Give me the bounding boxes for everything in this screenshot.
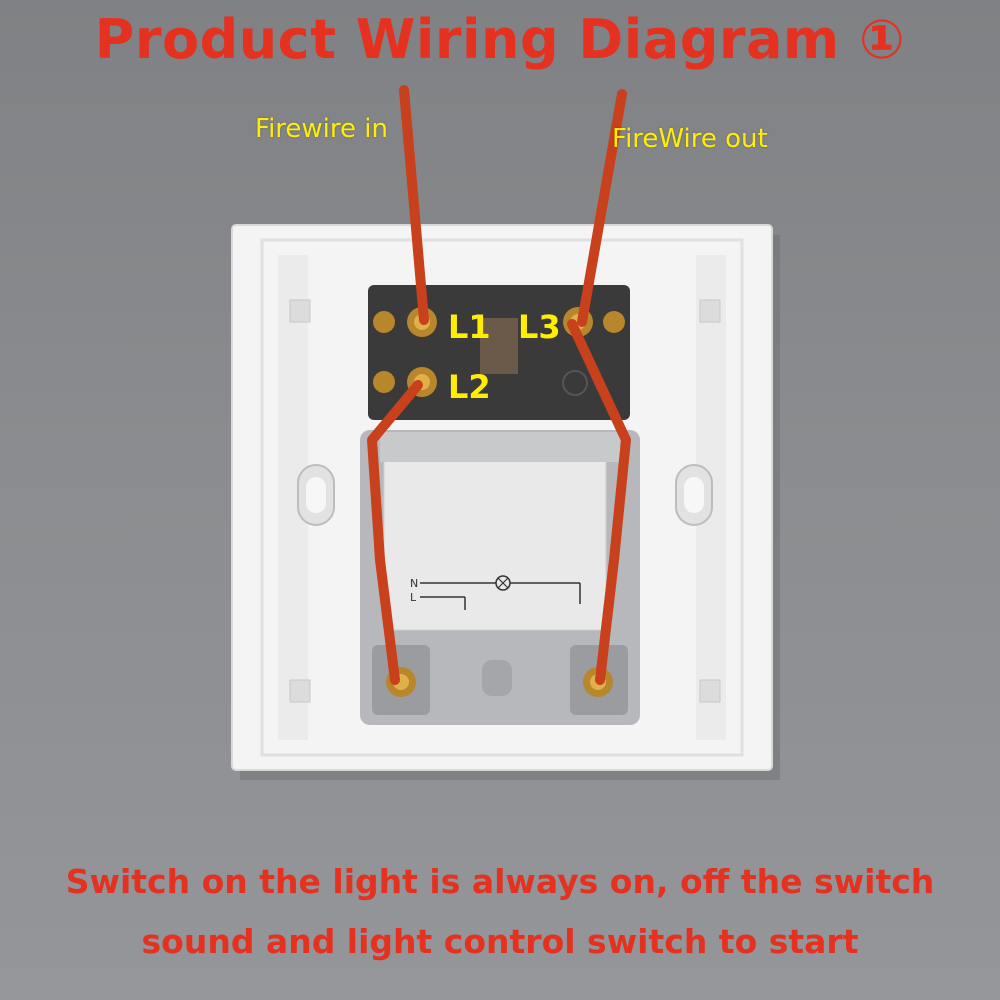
schematic-l-label: L	[410, 591, 417, 604]
terminal-divider	[480, 318, 518, 374]
wire-l3-to-bottom-right	[567, 319, 631, 685]
mount-slot-left-hole	[306, 477, 326, 513]
panel-inner-frame	[260, 238, 744, 757]
module-top-lip	[380, 432, 620, 462]
screw-side-left	[373, 311, 395, 393]
wire-firewire-out	[577, 89, 627, 327]
module-label-area	[383, 459, 607, 631]
schematic-n-label: N	[410, 577, 418, 590]
wire-l2-to-bottom-left	[367, 380, 423, 685]
panel-clip-bottom-right	[699, 679, 721, 703]
diagram-title: Product Wiring Diagram ①	[94, 8, 906, 71]
terminal-label-l2: L2	[448, 368, 491, 406]
terminal-label-l1: L1	[448, 308, 491, 346]
panel-clip-top-right	[699, 299, 721, 323]
screw-side-right	[603, 311, 625, 333]
circuit-schematic: N L	[410, 575, 581, 610]
certification-mark-icon	[562, 370, 588, 396]
panel-clip-top-left	[289, 299, 311, 323]
mount-slot-right-hole	[684, 477, 704, 513]
firewire-in-label: Firewire in	[255, 114, 388, 144]
panel-clip-bottom-left	[289, 679, 311, 703]
caption-line-1: Switch on the light is always on, off th…	[65, 862, 935, 901]
terminal-label-l3: L3	[518, 308, 561, 346]
wire-firewire-in	[399, 85, 429, 325]
center-knob	[482, 660, 512, 696]
caption-line-2: sound and light control switch to start	[141, 922, 859, 961]
firewire-out-label: FireWire out	[612, 124, 768, 154]
